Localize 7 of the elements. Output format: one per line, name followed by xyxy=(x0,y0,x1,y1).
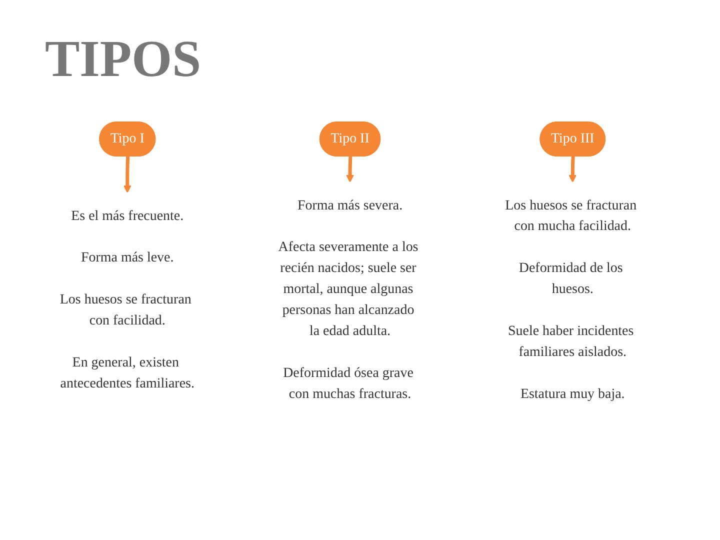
arrow xyxy=(124,156,132,194)
node-text: Forma más severa. Afecta severamente a los recién nacidos; suele ser mortal, aunque algunas personas han alcanzado la edad adulta. Deformidad ósea grave con muchas fracturas. xyxy=(278,198,418,402)
node-text: Es el más frecuente. Forma más leve. Los huesos se fracturan con facilidad. En general, existen antecedentes familiares. xyxy=(60,208,194,391)
arrow xyxy=(568,156,576,183)
slide-title: TIPOS xyxy=(45,30,202,89)
arrow xyxy=(346,156,354,183)
node-text: Los huesos se fracturan con mucha facilidad. Deformidad de los huesos. Suele haber incidentes familiares aislados. Estatura muy baja. xyxy=(505,198,637,402)
